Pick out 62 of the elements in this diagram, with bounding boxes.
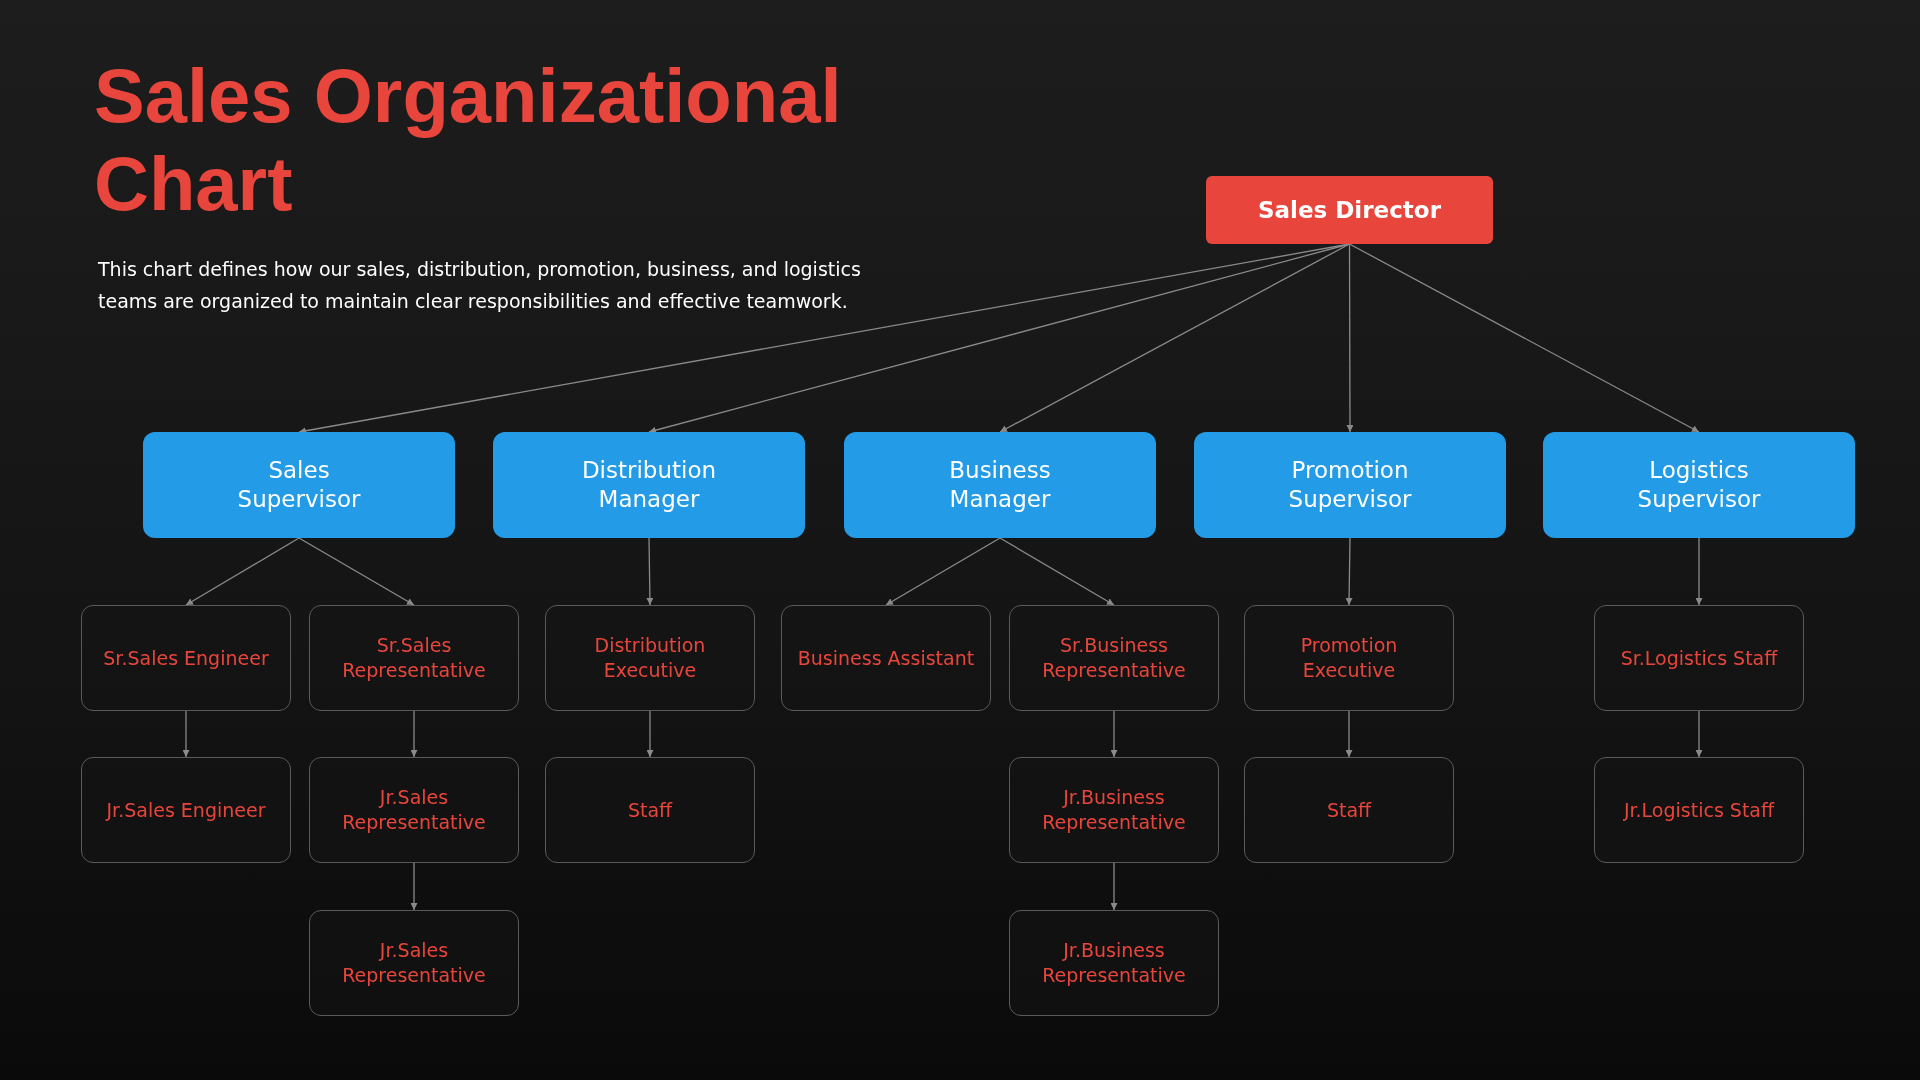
connector-arrow [999,537,1115,606]
connector-arrow [1348,243,1700,433]
connector-arrow [646,710,654,758]
role-title: Logistics Supervisor [1636,456,1762,514]
role-box [81,757,291,863]
manager-box [493,432,805,538]
role-title: Jr.Sales Representative [341,938,487,988]
connector-arrow [410,862,418,911]
manager-box [1543,432,1855,538]
role-title: Business Manager [948,456,1052,514]
connector-arrow [185,537,300,606]
manager-box [1194,432,1506,538]
role-title: Sales Supervisor [236,456,362,514]
role-title: Jr.Logistics Staff [1623,797,1775,823]
role-title: Promotion Executive [1299,633,1399,683]
role-title: Jr.Sales Engineer [106,797,266,823]
connector-arrow [999,243,1351,433]
role-box [81,605,291,711]
manager-box [844,432,1156,538]
role-title: Sales Director [1258,197,1441,223]
role-box [545,605,755,711]
role-box [309,910,519,1016]
connector-arrow [885,537,1001,606]
role-box [1594,605,1804,711]
role-box [309,757,519,863]
role-title: Sr.Logistics Staff [1620,645,1778,671]
chart-title: Sales Organizational Chart [94,52,843,228]
role-box [309,605,519,711]
role-box [1009,910,1219,1016]
role-title: Staff [1326,797,1372,823]
role-title: Jr.Business Representative [1041,785,1187,835]
role-title: Promotion Supervisor [1287,456,1413,514]
role-box [1244,757,1454,863]
role-box [1009,757,1219,863]
role-title: Distribution Executive [593,633,707,683]
connector-arrow [1110,862,1118,911]
connector-arrow [410,710,418,758]
role-title: Sr.Sales Engineer [103,645,269,671]
connector-arrow [1346,243,1354,433]
connector-arrow [1695,710,1703,758]
connector-arrow [182,710,190,758]
role-title: Sr.Sales Representative [341,633,487,683]
role-box [1594,757,1804,863]
role-title: Distribution Manager [580,456,718,514]
connector-arrow [646,537,654,606]
role-box [1244,605,1454,711]
connector-arrow [1345,537,1353,606]
role-title: Business Assistant [797,645,975,671]
connector-arrow [1695,537,1703,606]
role-title: Jr.Business Representative [1041,938,1187,988]
role-title: Jr.Sales Representative [341,785,487,835]
connector-arrow [1345,710,1353,758]
manager-box [143,432,455,538]
role-box [1009,605,1219,711]
role-title: Staff [627,797,673,823]
role-box [781,605,991,711]
connector-arrow [1110,710,1118,758]
connector-arrow [298,537,415,606]
role-box [545,757,755,863]
role-title: Sr.Business Representative [1041,633,1187,683]
director-box [1206,176,1493,244]
description-text: This chart defines how our sales, distribution, promotion, business, and logistics teams are organized to maintain clear responsibilities and effective teamwork. [98,257,862,314]
